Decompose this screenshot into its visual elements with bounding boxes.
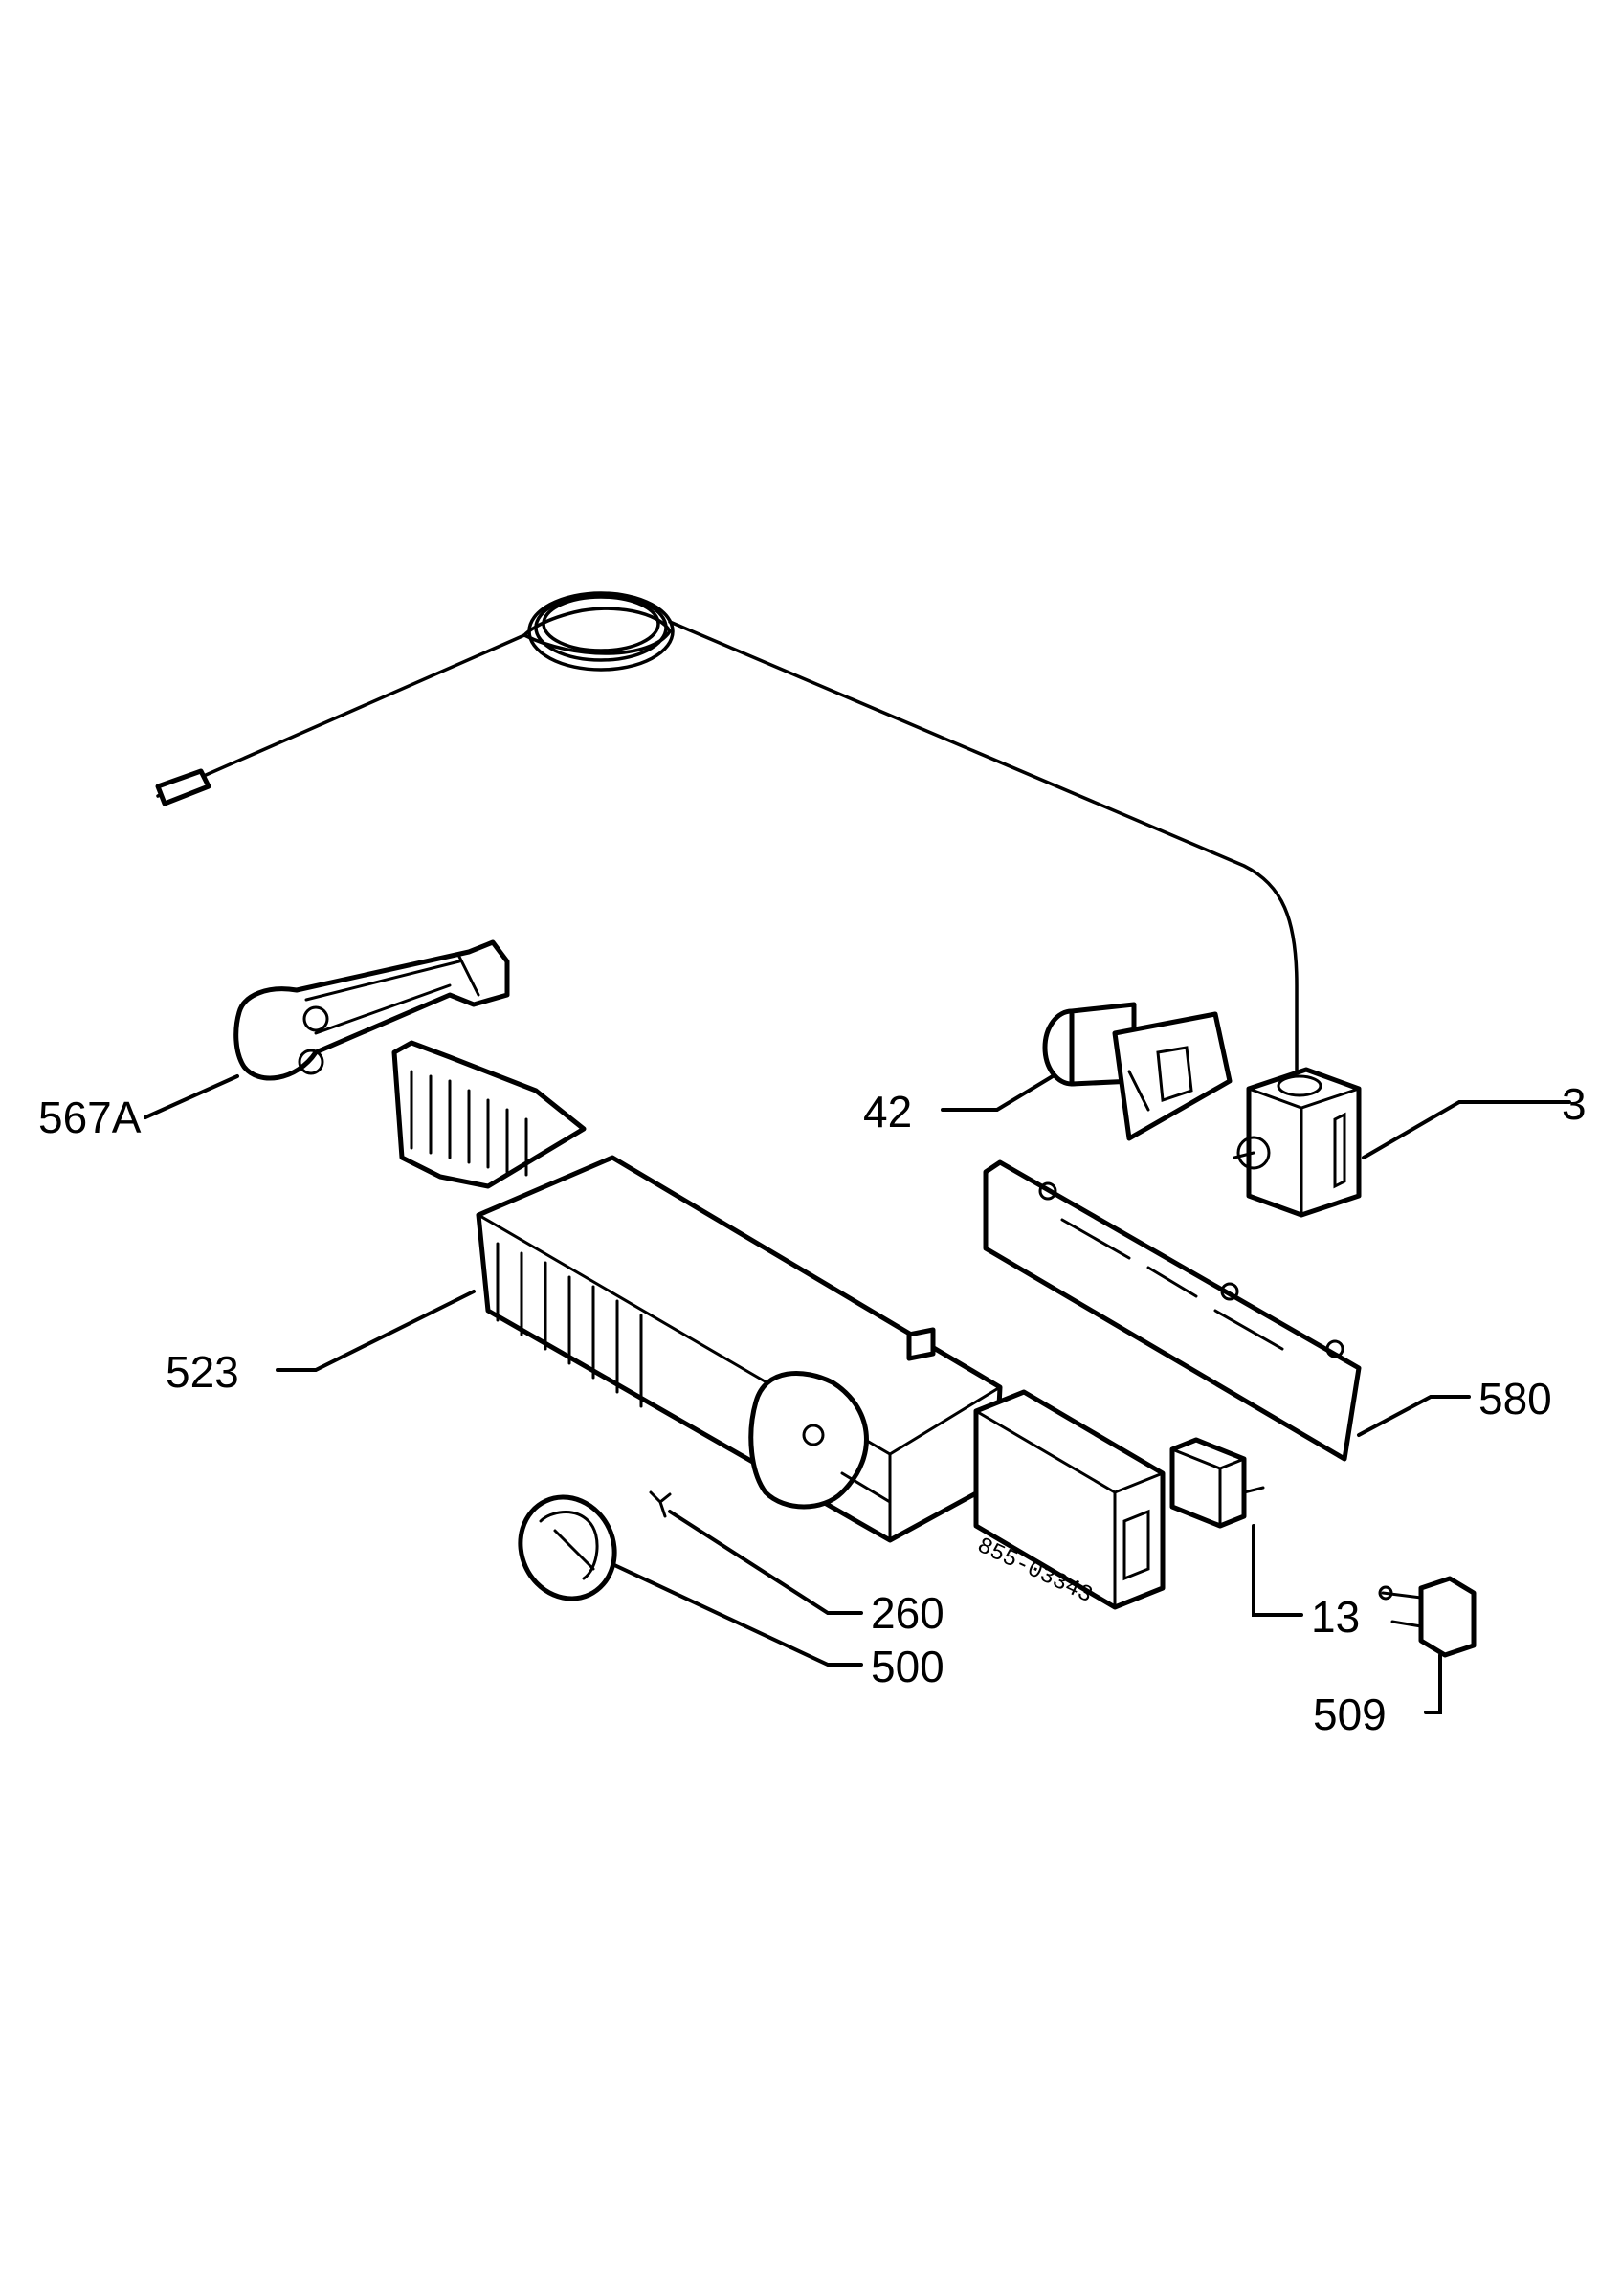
relay-module	[973, 1389, 1166, 1610]
part-523-control-housing	[391, 1040, 1003, 1543]
callout-500: 500	[871, 1642, 944, 1691]
capillary-tube-assembly	[155, 591, 1299, 1073]
part-567a-bracket	[233, 939, 510, 1081]
leader-260	[668, 1510, 863, 1615]
part-500-knob	[518, 1494, 617, 1601]
callout-580: 580	[1478, 1374, 1552, 1424]
leader-567a	[144, 1074, 239, 1119]
leader-3	[1362, 1100, 1571, 1159]
part-509-connector	[1378, 1576, 1477, 1658]
leader-lines	[144, 1074, 1571, 1714]
callout-509: 509	[1313, 1689, 1387, 1739]
callout-42: 42	[863, 1087, 912, 1137]
part-580-circuit-board	[983, 1159, 1362, 1462]
leader-42	[941, 1074, 1055, 1112]
leader-13	[1252, 1524, 1303, 1617]
callout-523: 523	[166, 1347, 239, 1397]
callout-labels: 567A 42 3 523 580 260 500 13 509	[38, 1079, 1587, 1739]
leader-523	[276, 1290, 476, 1372]
callout-260: 260	[871, 1588, 944, 1638]
callout-567a: 567A	[38, 1093, 142, 1142]
part-42-lamp-holder	[1042, 1002, 1233, 1141]
part-260-screw	[649, 1490, 672, 1518]
leader-580	[1357, 1395, 1471, 1437]
leader-509	[1424, 1653, 1442, 1714]
part-3-thermostat	[1233, 1067, 1362, 1218]
leader-500	[611, 1562, 863, 1667]
part-13-switch	[1169, 1437, 1265, 1529]
callout-13: 13	[1311, 1592, 1360, 1642]
callout-3: 3	[1562, 1079, 1587, 1129]
